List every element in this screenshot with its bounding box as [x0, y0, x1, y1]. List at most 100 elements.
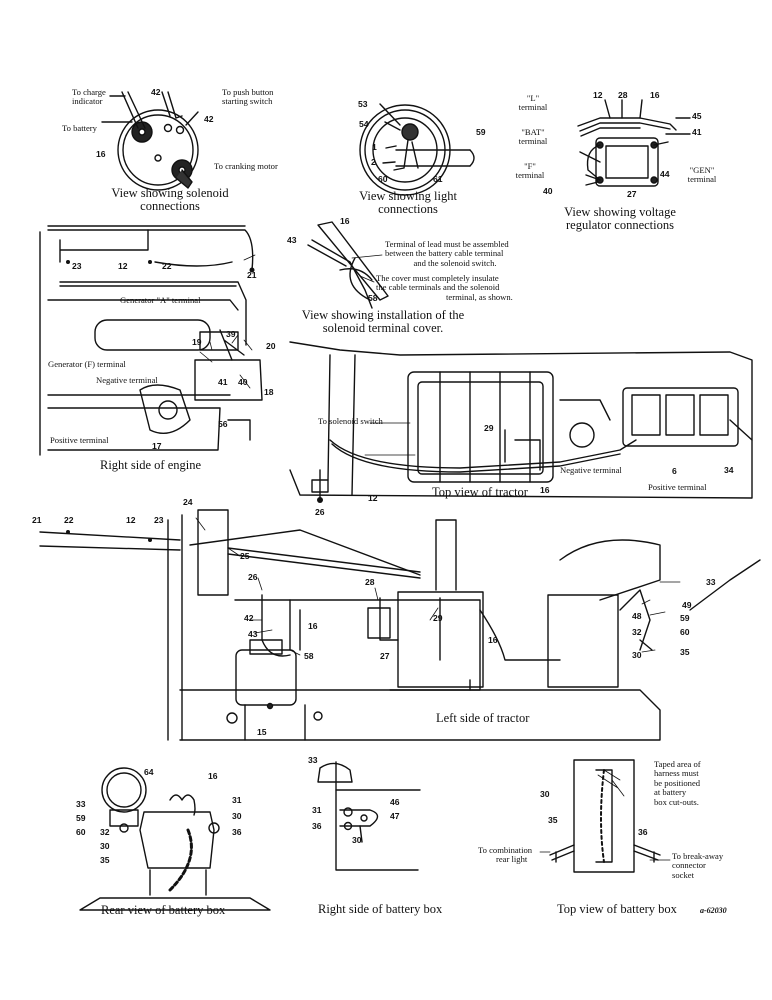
- label-pos-term-engine: Positive terminal: [50, 435, 109, 445]
- callout-33b: 33: [76, 799, 86, 809]
- callout-15: 15: [257, 727, 267, 737]
- callout-21b: 21: [32, 515, 42, 525]
- callout-43a: 43: [287, 235, 297, 245]
- figure-code: a-62030: [700, 906, 727, 915]
- callout-60c: 60: [76, 827, 86, 837]
- callout-16e: 16: [308, 621, 318, 631]
- caption-engine: Right side of engine: [100, 458, 202, 472]
- caption-top-box: Top view of battery box: [557, 902, 677, 916]
- callout-29a: 29: [484, 423, 494, 433]
- callout-28b: 28: [365, 577, 375, 587]
- label-to-push-line1: To push button: [222, 87, 274, 97]
- cover-note-line1: Terminal of lead must be assembled: [385, 239, 509, 249]
- callout-16d: 16: [540, 485, 550, 495]
- callout-31a: 31: [232, 795, 242, 805]
- callout-30b: 30: [232, 811, 242, 821]
- caption-cover-line2: solenoid terminal cover.: [322, 321, 444, 336]
- solenoid-view: [101, 91, 199, 191]
- callout-26b: 26: [248, 572, 258, 582]
- callout-31b: 31: [312, 805, 322, 815]
- callout-35a: 35: [680, 647, 690, 657]
- label-l-term-line2: terminal: [518, 102, 548, 113]
- label-to-push: To push button starting switch: [222, 87, 274, 106]
- caption-rear-box: Rear view of battery box: [101, 903, 226, 917]
- callout-27b: 27: [380, 651, 390, 661]
- caption-regulator: View showing voltage regulator connectio…: [564, 205, 676, 233]
- label-to-comb-line2: rear light: [496, 854, 528, 865]
- callout-16b: 16: [650, 90, 660, 100]
- callout-41b: 41: [218, 377, 228, 387]
- cover-note-top: Terminal of lead must be assembled betwe…: [385, 239, 509, 268]
- callout-32a: 32: [632, 627, 642, 637]
- callout-59a: 59: [476, 127, 486, 137]
- label-taped-area: Taped area of harness must be positioned…: [654, 759, 701, 807]
- label-to-battery: To battery: [62, 123, 97, 133]
- callout-18: 18: [264, 387, 274, 397]
- callout-24: 24: [183, 497, 193, 507]
- callout-23b: 23: [154, 515, 164, 525]
- caption-light-line2: connections: [378, 202, 438, 217]
- callout-26a: 26: [315, 507, 325, 517]
- caption-light-line1: View showing light: [359, 189, 457, 203]
- callout-35c: 35: [548, 815, 558, 825]
- label-taped-line5: box cut-outs.: [654, 796, 699, 807]
- callout-30d: 30: [352, 835, 362, 845]
- rear-box-view: [79, 767, 271, 911]
- cover-view: [307, 221, 389, 309]
- callout-23a: 23: [72, 261, 82, 271]
- callout-36b: 36: [312, 821, 322, 831]
- cover-note-line4: The cover must completely insulate: [376, 273, 499, 283]
- cover-note-line6: terminal, as shown.: [446, 291, 513, 302]
- callout-25: 25: [240, 551, 250, 561]
- callout-17: 17: [152, 441, 162, 451]
- callout-34: 34: [724, 465, 734, 475]
- label-taped-line4: at battery: [654, 787, 687, 798]
- top-box-view: [549, 759, 661, 873]
- cover-note-line2: between the battery cable terminal: [385, 248, 504, 259]
- callout-42c: 42: [244, 613, 254, 623]
- label-bat-term-line1: "BAT": [521, 127, 545, 137]
- cover-note-line5: the cable terminals and the solenoid: [376, 282, 500, 293]
- caption-right-box: Right side of battery box: [318, 902, 443, 916]
- callout-36c: 36: [638, 827, 648, 837]
- caption-regulator-line1: View showing voltage: [564, 205, 676, 219]
- caption-cover: View showing installation of the solenoi…: [302, 308, 464, 336]
- cover-note-bottom: The cover must completely insulate the c…: [376, 273, 513, 302]
- cover-note-line3: and the solenoid switch.: [413, 257, 497, 268]
- label-to-combination: To combination rear light: [478, 845, 533, 865]
- caption-solenoid-line1: View showing solenoid: [111, 186, 229, 200]
- callout-33a: 33: [706, 577, 716, 587]
- label-bat-terminal: "BAT" terminal: [518, 127, 548, 147]
- callout-43b: 43: [248, 629, 258, 639]
- label-gen-terminal: "GEN" terminal: [688, 165, 717, 184]
- callout-53: 53: [358, 99, 368, 109]
- label-f-terminal: "F" terminal: [516, 161, 545, 180]
- callout-2: 2: [371, 157, 376, 167]
- right-box-view: [317, 761, 421, 871]
- label-to-cranking: To cranking motor: [214, 161, 278, 171]
- tractor-left-view: [39, 509, 761, 741]
- callout-16c: 16: [340, 216, 350, 226]
- callout-59c: 59: [76, 813, 86, 823]
- callout-30e: 30: [540, 789, 550, 799]
- callout-58a: 58: [368, 293, 378, 303]
- callout-58b: 58: [304, 651, 314, 661]
- callout-29b: 29: [433, 613, 443, 623]
- callout-54: 54: [359, 119, 369, 129]
- callout-12b: 12: [118, 261, 128, 271]
- callout-39: 39: [226, 329, 236, 339]
- caption-regulator-line2: regulator connections: [566, 218, 674, 233]
- label-l-term-line1: "L": [526, 93, 540, 103]
- label-to-break-line2: connector: [672, 860, 706, 871]
- label-gen-term-line1: "GEN": [689, 165, 715, 175]
- label-to-comb-line1: To combination: [478, 845, 533, 855]
- label-bat-term-line2: terminal: [518, 136, 548, 147]
- callout-56: 56: [218, 419, 228, 429]
- callout-21a: 21: [247, 270, 257, 280]
- callout-60b: 60: [680, 627, 690, 637]
- leader-lines: [195, 254, 681, 861]
- label-neg-term-engine: Negative terminal: [96, 375, 158, 385]
- callout-64: 64: [144, 767, 154, 777]
- callout-16a: 16: [96, 149, 106, 159]
